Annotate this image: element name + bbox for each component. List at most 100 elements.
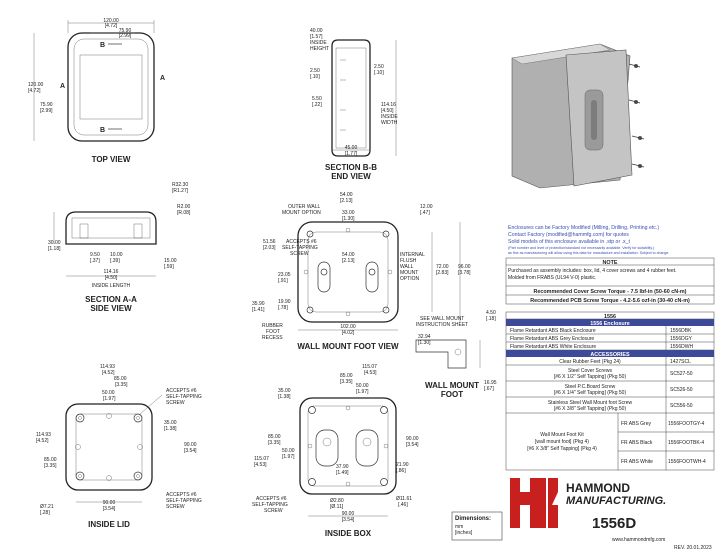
top-inner-height-in: [2.99]	[40, 108, 53, 114]
svg-text:[3.54]: [3.54]	[406, 442, 419, 448]
svg-text:[4.52]: [4.52]	[102, 370, 115, 376]
table-row: FR ABS White	[621, 459, 653, 465]
foot-title-2: FOOT	[441, 390, 463, 399]
svg-text:SELF-TAPPING: SELF-TAPPING	[252, 502, 288, 508]
svg-text:SCREW: SCREW	[290, 251, 309, 257]
revision: REV. 20.01.2023	[674, 545, 712, 551]
svg-text:WIDTH: WIDTH	[381, 120, 398, 126]
svg-text:[.67]: [.67]	[484, 386, 494, 392]
section-bb-title: SECTION B-B	[325, 163, 377, 172]
top-view-outline	[67, 32, 155, 142]
svg-text:2.50: 2.50	[374, 64, 384, 70]
svg-text:15.00: 15.00	[164, 258, 177, 264]
svg-text:OPTION: OPTION	[400, 276, 420, 282]
svg-text:INSTRUCTION SHEET: INSTRUCTION SHEET	[416, 322, 468, 328]
enclosure-3d-render	[511, 43, 645, 189]
website: www.hammondmfg.com	[612, 537, 665, 543]
svg-text:51.56: 51.56	[263, 239, 276, 245]
svg-text:85.00: 85.00	[340, 373, 353, 379]
svg-text:54.00: 54.00	[340, 192, 353, 198]
svg-text:33.00: 33.00	[342, 210, 355, 216]
inside-lid-title: INSIDE LID	[88, 520, 130, 529]
svg-text:30.00: 30.00	[48, 240, 61, 246]
top-width-in: [4.72]	[105, 23, 118, 29]
svg-text:9.50: 9.50	[90, 252, 100, 258]
svg-text:[4.53]: [4.53]	[364, 370, 377, 376]
table-enclosure-header: 1556 Enclosure	[590, 321, 630, 327]
svg-text:SELF-TAPPING: SELF-TAPPING	[282, 245, 318, 251]
inside-box-title: INSIDE BOX	[325, 529, 372, 538]
info-line-3: Solid models of this enclosure available…	[508, 239, 631, 245]
svg-text:[#6 X 3/8" Self Tapping] (Pkg: [#6 X 3/8" Self Tapping] (Pkg 4)	[527, 446, 597, 452]
svg-text:[.10]: [.10]	[310, 74, 320, 80]
section-aa-subtitle: SIDE VIEW	[90, 304, 132, 313]
table-row: Flame Retardant ABS Black Enclosure	[510, 328, 596, 334]
info-line-4: (Part number and level of protection/sta…	[508, 246, 654, 250]
foot-title-1: WALL MOUNT	[425, 381, 479, 390]
svg-text:[.39]: [.39]	[110, 258, 120, 264]
section-aa-outline	[65, 211, 157, 245]
svg-text:Ø11.61: Ø11.61	[396, 496, 412, 502]
svg-text:21.90: 21.90	[396, 462, 409, 468]
info-line-5: as fine as manufacturing will allow usin…	[508, 251, 669, 255]
dimensions-unit-in: [inches]	[455, 530, 473, 536]
wall-mount-foot-detail: SEE WALL MOUNT INSTRUCTION SHEET 4.50 [.…	[415, 310, 497, 399]
company-name-2: MANUFACTURING.	[566, 495, 666, 507]
dimensions-unit-mm: mm	[455, 524, 463, 530]
svg-text:SC556-50: SC556-50	[670, 403, 693, 409]
svg-text:[1.41]: [1.41]	[252, 307, 265, 313]
svg-text:[1.97]: [1.97]	[103, 396, 116, 402]
svg-text:45.00: 45.00	[345, 145, 358, 151]
svg-text:[Ø.11]: [Ø.11]	[330, 504, 344, 510]
svg-text:32.94: 32.94	[418, 334, 431, 340]
svg-text:10.00: 10.00	[110, 252, 123, 258]
svg-text:114.16: 114.16	[104, 269, 119, 275]
svg-text:114.93: 114.93	[36, 432, 51, 438]
top-inner-width-in: [2.99]	[119, 33, 132, 39]
top-height: 120.00	[28, 82, 44, 88]
bb-inside-width: 114.16	[381, 102, 396, 108]
svg-text:50.00: 50.00	[282, 448, 295, 454]
title-block: HAMMOND MANUFACTURING. 1556D Dimensions:…	[451, 478, 712, 551]
svg-text:[.47]: [.47]	[420, 210, 430, 216]
section-b-marker: B	[100, 42, 105, 49]
foot-profile	[415, 339, 467, 369]
svg-text:[.10]: [.10]	[374, 70, 384, 76]
svg-text:[#6 X 1/4" Self Tapping] (Pkg: [#6 X 1/4" Self Tapping] (Pkg 50)	[554, 390, 627, 396]
svg-text:50.00: 50.00	[356, 383, 369, 389]
svg-text:[3.35]: [3.35]	[340, 379, 353, 385]
svg-text:1556FOOTWH-4: 1556FOOTWH-4	[668, 459, 706, 465]
svg-text:OUTER WALL: OUTER WALL	[288, 204, 321, 210]
svg-text:[1.30]: [1.30]	[418, 340, 431, 346]
svg-text:90.00: 90.00	[406, 436, 419, 442]
svg-text:INSIDE: INSIDE	[381, 114, 398, 120]
svg-text:ACCEPTS #6: ACCEPTS #6	[166, 388, 197, 394]
svg-text:96.00: 96.00	[458, 264, 471, 270]
svg-text:[3.78]: [3.78]	[458, 270, 471, 276]
top-width: 120.00	[103, 18, 119, 24]
inside-box-view: 115.07 [4.53] 85.00 [3.35] 50.00 [1.97] …	[252, 364, 419, 538]
table-accessories-header: ACCESSORIES	[590, 352, 630, 358]
note-text-2: Molded from FRABS (UL94 V-0) plastic.	[508, 275, 596, 281]
wall-mount-foot-view: OUTER WALL MOUNT OPTION 54.00 [2.13] 33.…	[252, 192, 471, 351]
parts-table: 1556 1556 Enclosure Flame Retardant ABS …	[505, 311, 715, 471]
svg-text:90.00: 90.00	[184, 442, 197, 448]
svg-text:HEIGHT: HEIGHT	[310, 46, 329, 52]
top-view-panel	[79, 54, 143, 120]
svg-text:[2.03]: [2.03]	[263, 245, 276, 251]
top-view: 120.00 [4.72] 75.90 [2.99] B B A A 120.0…	[28, 18, 165, 164]
svg-text:85.00: 85.00	[114, 376, 127, 382]
svg-text:35.00: 35.00	[164, 420, 177, 426]
svg-text:SEE WALL MOUNT: SEE WALL MOUNT	[420, 316, 464, 322]
info-line-1: Enclosures can be Factory Modified (Mill…	[508, 225, 659, 231]
svg-text:[#6 X 1/2" Self Tapping] (Pkg: [#6 X 1/2" Self Tapping] (Pkg 50)	[554, 374, 627, 380]
bb-inside-height: 40.00	[310, 28, 323, 34]
svg-text:115.07: 115.07	[362, 364, 377, 370]
svg-text:37.90: 37.90	[336, 464, 349, 470]
svg-text:SC526-50: SC526-50	[670, 387, 693, 393]
svg-text:Ø7.21: Ø7.21	[40, 504, 54, 510]
svg-text:[.28]: [.28]	[40, 510, 50, 516]
svg-text:WALL: WALL	[400, 264, 414, 270]
svg-text:1556DGY: 1556DGY	[670, 336, 693, 342]
svg-text:85.00: 85.00	[268, 434, 281, 440]
